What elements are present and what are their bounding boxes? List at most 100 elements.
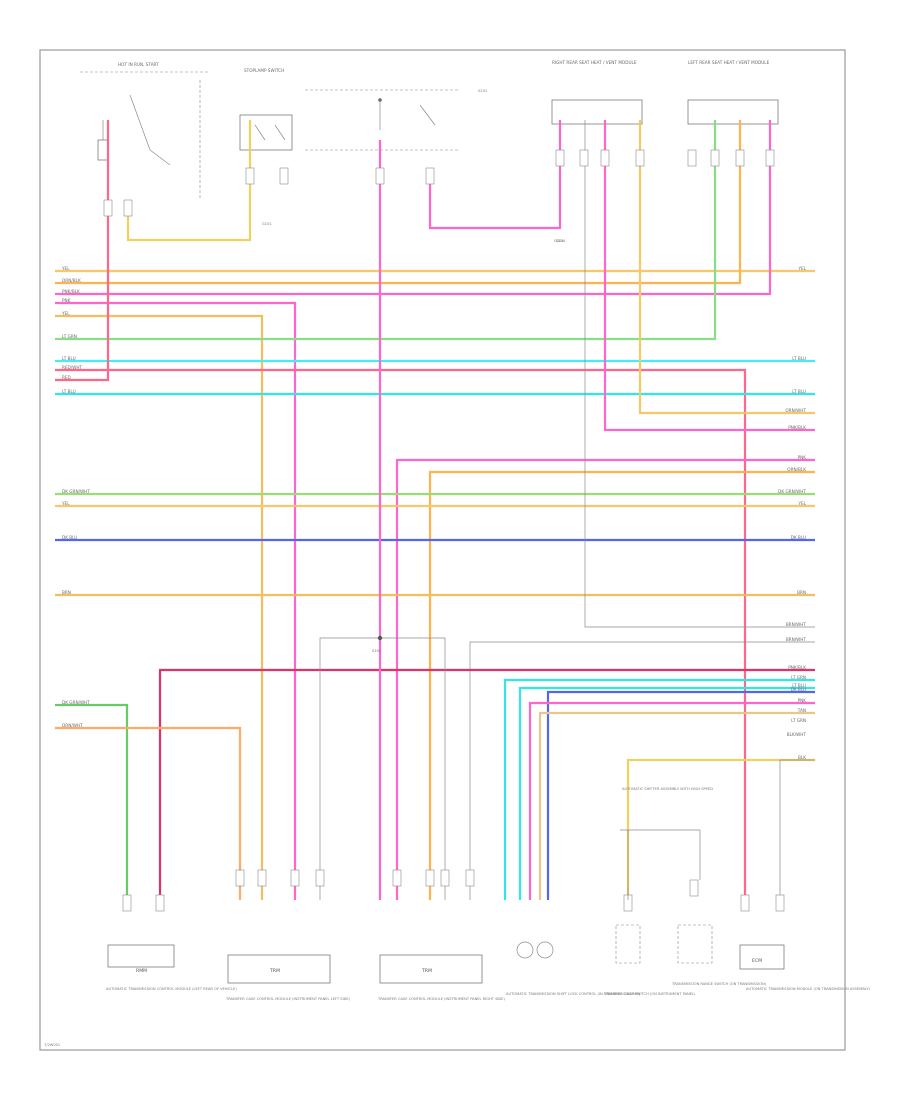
right-rear-seat-module: RIGHT REAR SEAT HEAT / VENT MODULE G201 — [551, 60, 643, 243]
left-wire-label: ORN/WHT — [62, 723, 83, 728]
left-wire-label: PNK/BLK — [62, 289, 80, 294]
bottom-component-3: TRM TRANSFER CASE CONTROL MODULE (INSTRU… — [377, 954, 505, 1001]
wire-lt-grn-low — [55, 703, 129, 900]
wire-pnk-blk — [55, 120, 772, 296]
wire-pnk — [55, 301, 297, 900]
svg-text:TRM: TRM — [421, 968, 432, 974]
left-wire-label: DK GRN/WHT — [62, 700, 90, 705]
wire-lt-grn — [55, 120, 717, 341]
left-wire-label: RED/WHT — [62, 365, 82, 370]
svg-text:AUTOMATIC TRANSMISSION SHIFT L: AUTOMATIC TRANSMISSION SHIFT LOCK CONTRO… — [506, 992, 641, 996]
right-wire-label: LT BLU — [792, 356, 806, 361]
svg-text:TRANSMISSION RANGE SWITCH (ON: TRANSMISSION RANGE SWITCH (ON TRANSMISSI… — [671, 982, 767, 986]
wire-orn-wht-r — [638, 120, 815, 415]
wire-pnk-mid — [395, 458, 815, 900]
right-wire-label: BLK — [798, 755, 806, 760]
svg-text:ECM: ECM — [752, 958, 762, 964]
svg-text:HOT IN RUN, START: HOT IN RUN, START — [118, 62, 159, 67]
right-wire-label: LT GRN — [791, 675, 806, 680]
svg-text:TRANSFER CASE SWITCH (ON INSTR: TRANSFER CASE SWITCH (ON INSTRUMENT PANE… — [603, 992, 696, 996]
svg-text:LEFT REAR SEAT HEAT / VENT MOD: LEFT REAR SEAT HEAT / VENT MODULE — [688, 60, 770, 65]
svg-text:TRANSFER CASE CONTROL MODULE (: TRANSFER CASE CONTROL MODULE (INSTRUMENT… — [377, 997, 505, 1001]
splice-group: S201 — [305, 89, 487, 151]
right-wire-label: PNK — [798, 698, 807, 703]
svg-text:G101: G101 — [262, 222, 272, 226]
bottom-component-6: TRANSMISSION RANGE SWITCH (ON TRANSMISSI… — [671, 924, 767, 986]
wire-layer — [55, 120, 815, 900]
right-wire-label: YEL — [797, 501, 806, 506]
left-wire-label: YEL — [61, 501, 70, 506]
wire-pnk-blk-r — [603, 120, 815, 432]
wire-gray-splice — [319, 637, 446, 900]
svg-text:S201: S201 — [478, 89, 487, 93]
left-wire-label: RED — [62, 375, 71, 380]
bottom-component-2: TRM TRANSFER CASE CONTROL MODULE (INSTRU… — [225, 954, 351, 1001]
diagram-footer-code: 7/2W001 — [44, 1043, 60, 1047]
wire-pnk-low — [528, 701, 815, 900]
left-wire-label: LT GRN — [62, 334, 77, 339]
svg-text:AUTOMATIC TRANSMISSION MODULE: AUTOMATIC TRANSMISSION MODULE (ON TRANSM… — [746, 987, 871, 991]
right-wire-label: LT GRN — [791, 718, 806, 723]
svg-text:S204: S204 — [556, 239, 566, 243]
left-wire-label: LT BLU — [62, 356, 76, 361]
wire-orn-blk — [55, 120, 742, 285]
svg-text:AUTOMATIC SHIFTER ASSEMBLY WIT: AUTOMATIC SHIFTER ASSEMBLY WITH HIGH SPE… — [622, 787, 713, 791]
bottom-component-7: ECM AUTOMATIC TRANSMISSION MODULE (ON TR… — [739, 944, 871, 991]
left-wire-label: DK GRN/WHT — [62, 489, 90, 494]
wire-orn-wht-low — [55, 726, 242, 900]
right-wire-label: ORN/WHT — [785, 408, 806, 413]
wire-yel — [55, 314, 264, 900]
svg-text:RIGHT REAR SEAT HEAT / VENT MO: RIGHT REAR SEAT HEAT / VENT MODULE — [552, 60, 637, 65]
wire-lt-blu-low2 — [518, 686, 815, 900]
right-wire-label: LT BLU — [792, 389, 806, 394]
right-wire-label: YEL — [797, 266, 806, 271]
svg-text:TRM: TRM — [269, 968, 280, 974]
left-wire-label: LT BLU — [62, 389, 76, 394]
right-wire-label: BRN — [797, 590, 806, 595]
svg-text:TRANSFER CASE CONTROL MODULE (: TRANSFER CASE CONTROL MODULE (INSTRUMENT… — [225, 997, 351, 1001]
svg-text:RMM: RMM — [136, 968, 147, 974]
right-wire-label: PNK/BLK — [788, 425, 806, 430]
right-wire-label: DK GRN/WHT — [778, 489, 806, 494]
right-wire-label: PNK/BLK — [788, 665, 806, 670]
left-rear-seat-module: LEFT REAR SEAT HEAT / VENT MODULE — [687, 60, 779, 125]
wire-brn-wht-2 — [469, 641, 815, 900]
wire-orn-blk-mid — [428, 470, 815, 900]
wire-pnk-module — [428, 120, 562, 230]
left-wire-label: DK BLU — [62, 535, 77, 540]
right-wire-label: TAN — [797, 708, 806, 713]
bottom-component-4: AUTOMATIC TRANSMISSION SHIFT LOCK CONTRO… — [506, 941, 641, 996]
wire-lt-blu-low — [503, 678, 815, 900]
right-wire-label: BLK/WHT — [787, 732, 807, 737]
right-wire-labels: YEL LT BLU LT BLU ORN/WHT PNK/BLK PNK ORN/BLK D… — [778, 266, 807, 760]
connector-pins — [103, 149, 785, 912]
right-wire-label: ORN/BLK — [787, 467, 806, 472]
left-wire-label: BRN — [62, 590, 71, 595]
left-wire-label: PNK — [62, 298, 71, 303]
bottom-component-1: RMM AUTOMATIC TRANSMISSION CONTROL MODUL… — [106, 944, 237, 991]
right-wire-label: BRN/WHT — [786, 637, 807, 642]
right-wire-label: DK BLU — [791, 535, 806, 540]
wire-tan-low — [538, 711, 815, 900]
left-wire-label: YEL — [61, 311, 70, 316]
wire-dk-blu-low — [546, 690, 815, 900]
wire-brn-wht-1 — [584, 120, 815, 628]
right-wire-label: PNK — [798, 455, 807, 460]
right-wire-label: DK BLU — [791, 687, 806, 692]
left-wire-labels: YEL ORN/BLK PNK/BLK PNK YEL LT GRN LT BLU RED/W… — [61, 266, 90, 728]
svg-text:S301: S301 — [372, 649, 381, 653]
right-wire-label: LT BLU — [792, 683, 806, 688]
wire-pnk-blk-low — [158, 668, 815, 900]
wire-red-wht — [55, 368, 747, 900]
bottom-component-5: TRANSFER CASE SWITCH (ON INSTRUMENT PANE… — [603, 924, 696, 996]
svg-text:AUTOMATIC TRANSMISSION CONTROL: AUTOMATIC TRANSMISSION CONTROL MODULE (L… — [106, 987, 237, 991]
svg-text:G201: G201 — [554, 239, 564, 243]
ignition-switch-group: HOT IN RUN, START — [80, 62, 210, 200]
shift-note: AUTOMATIC SHIFTER ASSEMBLY WITH HIGH SPE… — [620, 787, 713, 900]
right-wire-label: BRN/WHT — [786, 622, 807, 627]
splice-dots: S301 S204 — [372, 239, 566, 653]
svg-text:STOPLAMP SWITCH: STOPLAMP SWITCH — [244, 68, 284, 73]
left-wire-label: ORN/BLK — [62, 278, 81, 283]
wire-blk-low — [779, 759, 815, 900]
